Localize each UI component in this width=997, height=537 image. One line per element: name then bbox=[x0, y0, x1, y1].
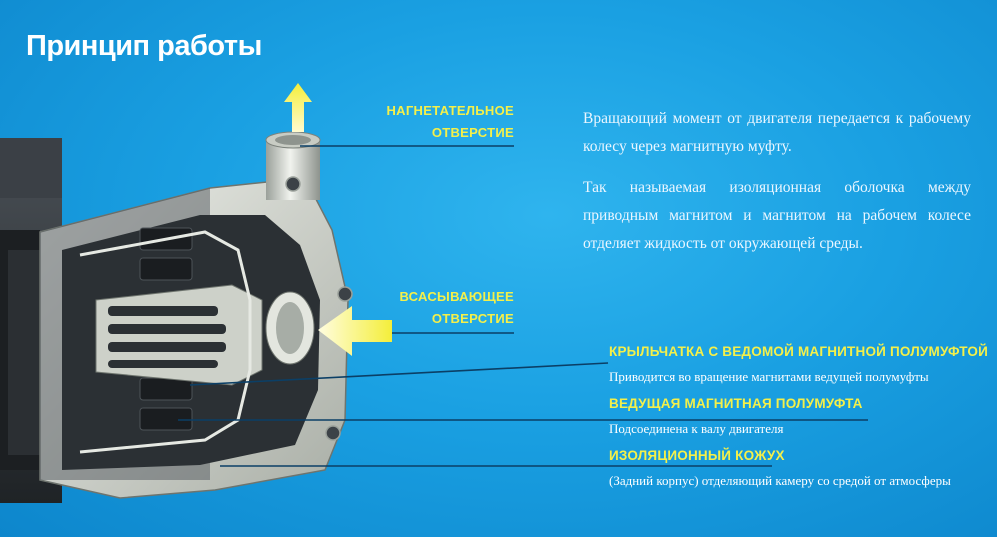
discharge-callout-line2: ОТВЕРСТИЕ bbox=[431, 125, 514, 140]
drive-coupling-label-title: ВЕДУЩАЯ МАГНИТНАЯ ПОЛУМУФТА bbox=[609, 396, 863, 411]
bolts bbox=[285, 176, 353, 441]
discharge-callout-line1: НАГНЕТАТЕЛЬНОЕ bbox=[386, 103, 514, 118]
containment-shell-label-subtitle: (Задний корпус) отделяющий камеру со сре… bbox=[609, 473, 951, 488]
drive-coupling-label-subtitle: Подсоединена к валу двигателя bbox=[609, 421, 784, 436]
suction-callout-line2: ОТВЕРСТИЕ bbox=[431, 311, 514, 326]
impeller-label-subtitle: Приводится во вращение магнитами ведущей… bbox=[609, 369, 929, 384]
description-paragraph-1: Вращающий момент от двигателя передается… bbox=[583, 110, 971, 155]
description-paragraph-2: Так называемая изоляционная оболочка меж… bbox=[583, 179, 971, 252]
impeller-label-title: КРЫЛЬЧАТКА С ВЕДОМОЙ МАГНИТНОЙ ПОЛУМУФТО… bbox=[609, 344, 988, 359]
cross-section bbox=[62, 215, 320, 470]
suction-arrow-icon bbox=[318, 306, 392, 356]
suction-port-callout: ВСАСЫВАЮЩЕЕ ОТВЕРСТИЕ bbox=[360, 286, 514, 330]
page-title: Принцип работы bbox=[26, 30, 262, 62]
suction-callout-line1: ВСАСЫВАЮЩЕЕ bbox=[399, 289, 514, 304]
discharge-arrow-icon bbox=[284, 83, 312, 132]
discharge-port-callout: НАГНЕТАТЕЛЬНОЕ ОТВЕРСТИЕ bbox=[360, 100, 514, 144]
containment-shell-label-title: ИЗОЛЯЦИОННЫЙ КОЖУХ bbox=[609, 448, 785, 463]
